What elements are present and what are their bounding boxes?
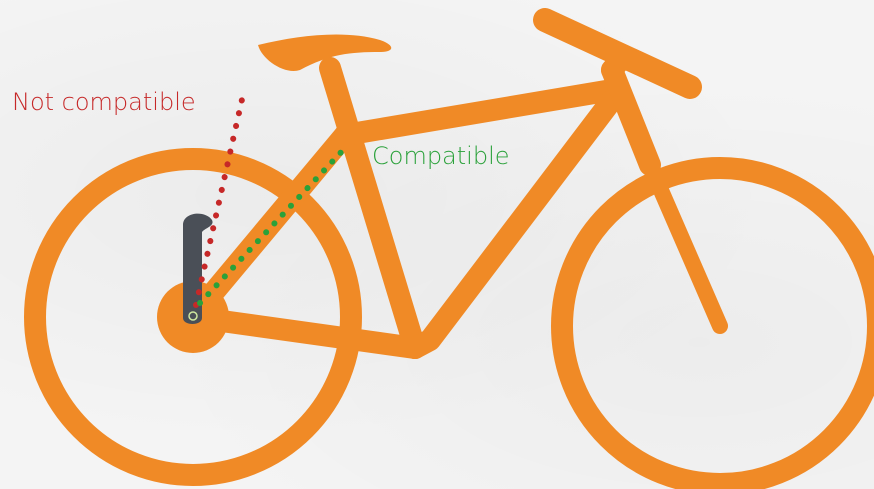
top-tube <box>345 90 612 135</box>
compatible-label: Compatible <box>372 142 510 170</box>
fork <box>650 165 720 326</box>
down-tube <box>415 100 612 348</box>
head-tube <box>612 70 650 165</box>
not-compatible-label: Not compatible <box>12 88 196 116</box>
